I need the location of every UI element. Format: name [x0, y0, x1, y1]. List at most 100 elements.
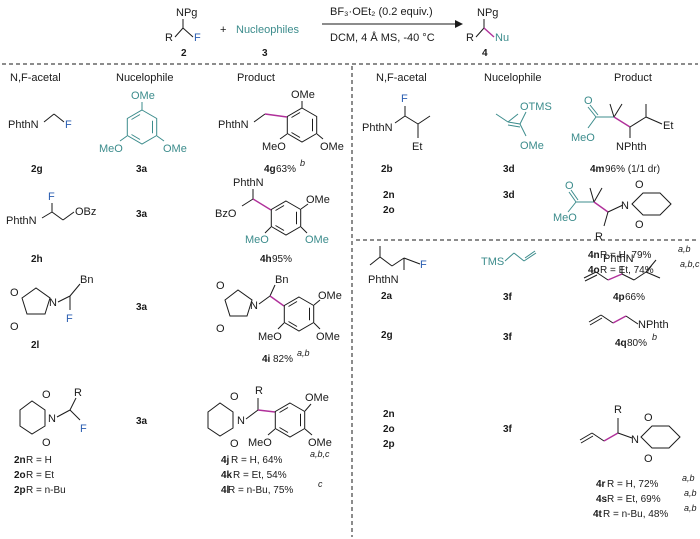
product-4s-label: 4s	[596, 494, 608, 505]
scheme-conditions: DCM, 4 Å MS, -40 °C	[330, 31, 435, 44]
row-2a-3f: F PhthN 2a TMS PhthN 4p 66%	[368, 246, 661, 303]
product-4k-text: R = Et, 54%	[233, 470, 287, 481]
product-4j-sup: a,b,c	[310, 449, 330, 459]
product-4h-yield: 95%	[272, 254, 292, 265]
nucleophile-3f-label: 3f	[503, 292, 513, 303]
acetal-2n-r: R	[74, 387, 82, 399]
product-4i-o-bottom: O	[216, 323, 225, 335]
acetal-2h-label: 2h	[31, 254, 43, 265]
row-2g-3a: PhthN F 2g OMe MeO OMe 3a PhthN OMe MeO …	[8, 89, 344, 175]
scheme-plus: +	[220, 24, 226, 36]
product-4g-ome-right: OMe	[320, 141, 344, 153]
product-4n-o: O	[565, 180, 574, 192]
product-4j-ome-top: OMe	[305, 392, 329, 404]
acetal-2l-n: N	[49, 297, 57, 309]
product-4j-n: N	[237, 415, 245, 427]
acetal-2a-label: 2a	[381, 291, 393, 302]
product-4r-o-top: O	[644, 412, 653, 424]
product-4g-phthn: PhthN	[218, 119, 249, 131]
product-4g-ome-top: OMe	[291, 89, 315, 101]
product-4l-label: 4l	[221, 485, 230, 496]
scheme-nucleophiles: Nucleophiles	[236, 24, 299, 36]
product-4j-ome-right: OMe	[308, 437, 332, 449]
acetal-2p-label: 2p	[14, 485, 26, 496]
product-4n-o-bottom: O	[635, 219, 644, 231]
acetal-2l-label: 2l	[31, 340, 40, 351]
acetal-2l-o-top: O	[10, 287, 19, 299]
row-2n-2p-3a: O O N R F 2n R = H 2o R = Et 2p R = n-Bu…	[14, 385, 332, 496]
header-nucleophile-right: Nucelophile	[484, 72, 541, 84]
acetal-2g-label: 2g	[31, 164, 43, 175]
product-4n-meo: MeO	[553, 212, 577, 224]
nucleophile-3a-row4: 3a	[136, 416, 148, 427]
nucleophile-3a-label: 3a	[136, 164, 148, 175]
product-4r-o-bottom: O	[644, 453, 653, 465]
scheme-f-label: F	[194, 32, 201, 44]
scheme-npg-label: NPg	[176, 7, 197, 19]
product-4l-text: R = n-Bu, 75%	[228, 485, 293, 496]
product-4i-bn: Bn	[275, 274, 288, 286]
product-4q-sup: b	[652, 332, 657, 342]
product-4o-sup: a,b,c	[680, 259, 700, 269]
product-4j-ring	[274, 402, 306, 438]
scheme-nu-label: Nu	[495, 32, 509, 44]
product-4i-yield: 82%	[273, 354, 293, 365]
acetal-2n-o-bottom: O	[42, 437, 51, 449]
allyl-tms-3f-tms: TMS	[481, 256, 504, 268]
product-4q-label: 4q	[615, 338, 627, 349]
nucleophile-3f-row8: 3f	[503, 332, 513, 343]
acetal-2n-r6: 2n	[383, 190, 395, 201]
product-4g-ring	[286, 107, 318, 143]
product-4m-et: Et	[663, 120, 673, 132]
product-4h-bzo: BzO	[215, 208, 237, 220]
acetal-2h-obz: OBz	[75, 206, 96, 218]
tmb-ome-right: OMe	[163, 143, 187, 155]
product-4t-text: R = n-Bu, 48%	[603, 509, 668, 520]
product-4j-text: R = H, 64%	[231, 455, 283, 466]
acetal-2a-f: F	[420, 259, 427, 271]
product-4o-text: R = Et, 74%	[600, 265, 654, 276]
acetal-2b-et: Et	[412, 141, 422, 153]
ketene-acetal-ome: OMe	[520, 140, 544, 152]
product-4s-sup: a,b	[684, 488, 697, 498]
product-4g-label: 4g	[264, 164, 276, 175]
product-4h-ome-right: OMe	[305, 234, 329, 246]
acetal-2n-label: 2n	[14, 455, 26, 466]
acetal-2n-rtext: R = H	[26, 455, 52, 466]
product-4n-r: R	[595, 231, 603, 243]
reaction-scheme: NPg R F 2 + Nucleophiles 3 BF₃·OEt₂ (0.2…	[165, 6, 509, 59]
acetal-2g-phthn: PhthN	[8, 119, 39, 131]
acetal-2g-f: F	[65, 119, 72, 131]
acetal-2h-f: F	[48, 191, 55, 203]
row-2b-3d: F PhthN Et 2b OTMS OMe 3d O MeO NPhth Et…	[362, 93, 673, 175]
acetal-2h-phthn: PhthN	[6, 215, 37, 227]
product-4r-sup: a,b	[682, 473, 695, 483]
product-4h-phthn: PhthN	[233, 177, 264, 189]
product-4i-o-top: O	[216, 280, 225, 292]
product-4i-sup: a,b	[297, 348, 310, 358]
header-product-right: Product	[614, 72, 652, 84]
product-4h-label: 4h	[260, 254, 272, 265]
product-4i-label: 4i	[262, 354, 271, 365]
product-4i-ome-top: OMe	[318, 290, 342, 302]
header-nucleophile-left: Nucelophile	[116, 72, 173, 84]
acetal-2n-r9: 2n	[383, 409, 395, 420]
acetal-2n-n: N	[48, 413, 56, 425]
product-4s-text: R = Et, 69%	[607, 494, 661, 505]
product-4m-label: 4m	[590, 164, 605, 175]
product-4j-label: 4j	[221, 455, 230, 466]
row-2h-3a: F PhthN OBz 2h 3a PhthN BzO OMe MeO OMe …	[6, 177, 330, 265]
product-4p-yield: 66%	[625, 292, 645, 303]
nucleophile-3a-row3: 3a	[136, 302, 148, 313]
product-4r-text: R = H, 72%	[607, 479, 659, 490]
scheme-product-npg: NPg	[477, 7, 498, 19]
acetal-2p-rtext: R = n-Bu	[26, 485, 66, 496]
nucleophile-3d-row6: 3d	[503, 190, 515, 201]
product-4j-o-bottom: O	[230, 438, 239, 450]
acetal-2b-f: F	[401, 93, 408, 105]
scheme-compound-3: 3	[262, 48, 268, 59]
product-4j-r: R	[255, 385, 263, 397]
product-4p-label: 4p	[613, 292, 625, 303]
product-4i-n: N	[250, 300, 258, 312]
product-4k-label: 4k	[221, 470, 233, 481]
